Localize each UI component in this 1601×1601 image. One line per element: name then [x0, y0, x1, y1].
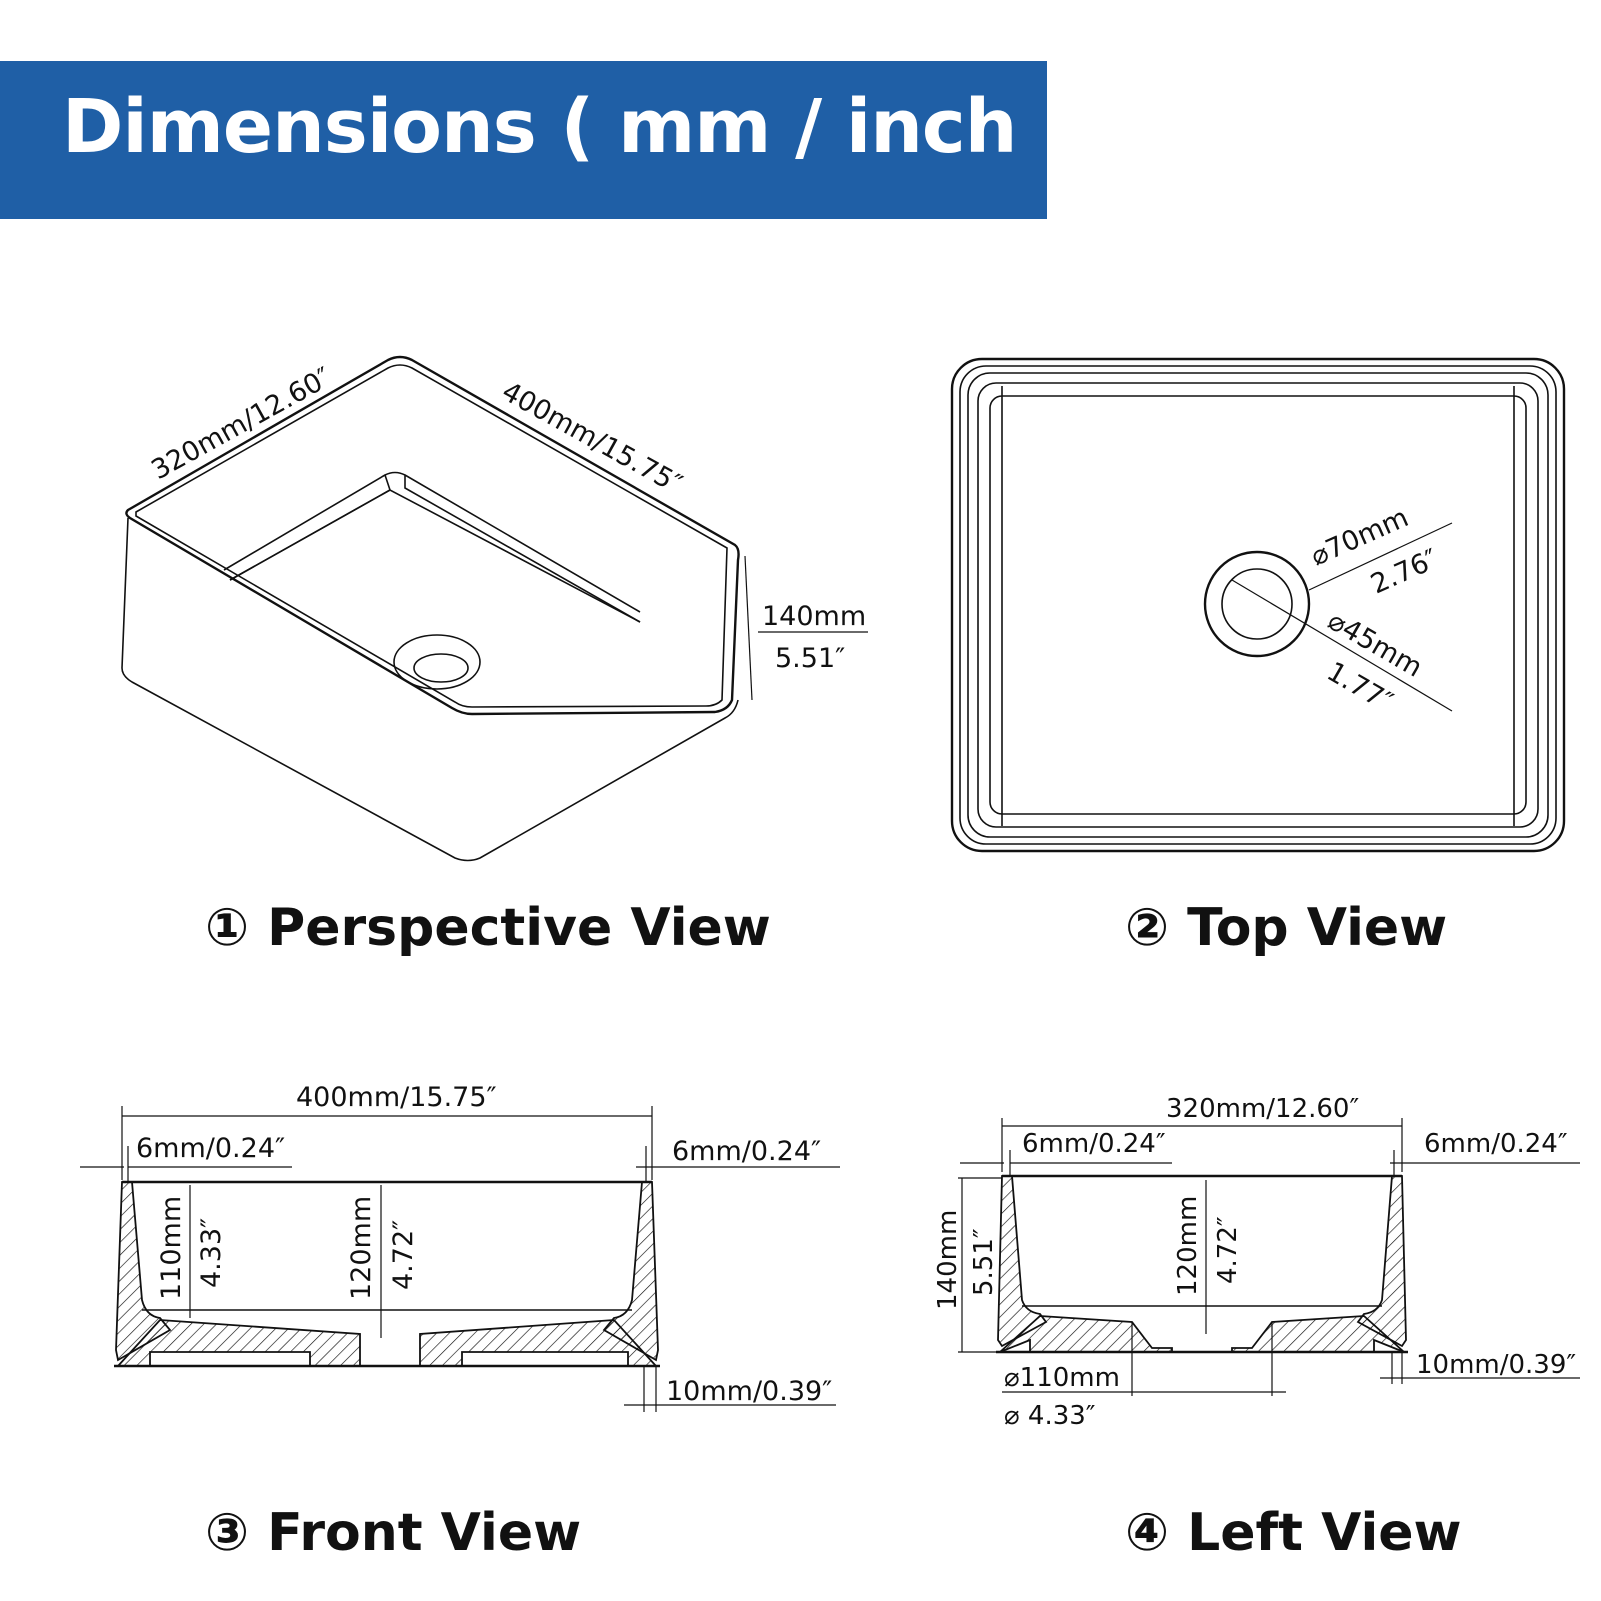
perspective-view-caption: ① Perspective View — [205, 898, 771, 958]
basin-inner-bowl — [223, 471, 641, 623]
front-view: 400mm/15.75″ 6mm/0.24″ 6mm/0.24″ 110mm 4… — [80, 1082, 840, 1563]
basin-rim-inner — [135, 364, 728, 708]
title-banner — [0, 61, 1047, 219]
left-height-mm: 140mm — [933, 1210, 963, 1310]
drain-inner — [413, 653, 469, 683]
top-drain-outer — [1203, 550, 1311, 658]
front-left-wall-label: 6mm/0.24″ — [136, 1133, 285, 1164]
perspective-width-label: 320mm/12.60″ — [146, 362, 336, 486]
left-height-in: 5.51″ — [969, 1228, 999, 1296]
front-view-caption: ③ Front View — [205, 1503, 581, 1563]
front-center-depth-mm: 120mm — [346, 1196, 377, 1300]
front-bottom-right — [419, 1319, 659, 1367]
left-view: 320mm/12.60″ 6mm/0.24″ 6mm/0.24″ 140mm 5… — [933, 1094, 1580, 1563]
perspective-view: 320mm/12.60″ 400mm/15.75″ 140mm 5.51″ ① … — [121, 355, 868, 958]
left-drain-dia-in: ⌀ 4.33″ — [1004, 1401, 1096, 1431]
outer-drain-in: 2.76″ — [1366, 544, 1443, 601]
left-center-depth-in: 4.72″ — [1213, 1216, 1243, 1284]
left-drain-dia-mm: ⌀110mm — [1004, 1363, 1120, 1393]
left-left-wall-label: 6mm/0.24″ — [1022, 1129, 1166, 1159]
perspective-height-mm: 140mm — [762, 601, 866, 632]
front-bottom-thickness: 10mm/0.39″ — [666, 1376, 832, 1407]
front-bottom-left — [115, 1319, 361, 1367]
basin-inner-bottom — [229, 489, 641, 623]
perspective-length-label: 400mm/15.75″ — [497, 376, 687, 500]
left-overall-width: 320mm/12.60″ — [1166, 1094, 1359, 1124]
basin-body-outline — [121, 517, 739, 862]
left-right-wall-label: 6mm/0.24″ — [1424, 1129, 1568, 1159]
front-basin-depth-in: 4.33″ — [196, 1218, 227, 1288]
top-outer-rim — [950, 357, 1566, 853]
drain-outer — [393, 634, 481, 690]
left-view-caption: ④ Left View — [1125, 1503, 1462, 1563]
page-title: Dimensions ( mm / inch ) — [62, 84, 1075, 170]
front-basin-depth-mm: 110mm — [156, 1196, 187, 1300]
height-dimension-line — [744, 555, 753, 701]
front-right-wall-label: 6mm/0.24″ — [672, 1136, 821, 1167]
left-center-depth-mm: 120mm — [1173, 1196, 1203, 1296]
top-inner-basin — [977, 382, 1539, 828]
left-bottom-thickness: 10mm/0.39″ — [1416, 1350, 1576, 1380]
top-drain-inner — [1221, 568, 1293, 640]
top-view: ⌀70mm 2.76″ ⌀45mm 1.77″ ② Top View — [950, 357, 1566, 958]
perspective-height-in: 5.51″ — [775, 643, 845, 674]
front-overall-width: 400mm/15.75″ — [296, 1082, 497, 1113]
top-view-caption: ② Top View — [1125, 898, 1447, 958]
front-center-depth-in: 4.72″ — [388, 1220, 419, 1290]
basin-rim-outer — [125, 355, 740, 716]
